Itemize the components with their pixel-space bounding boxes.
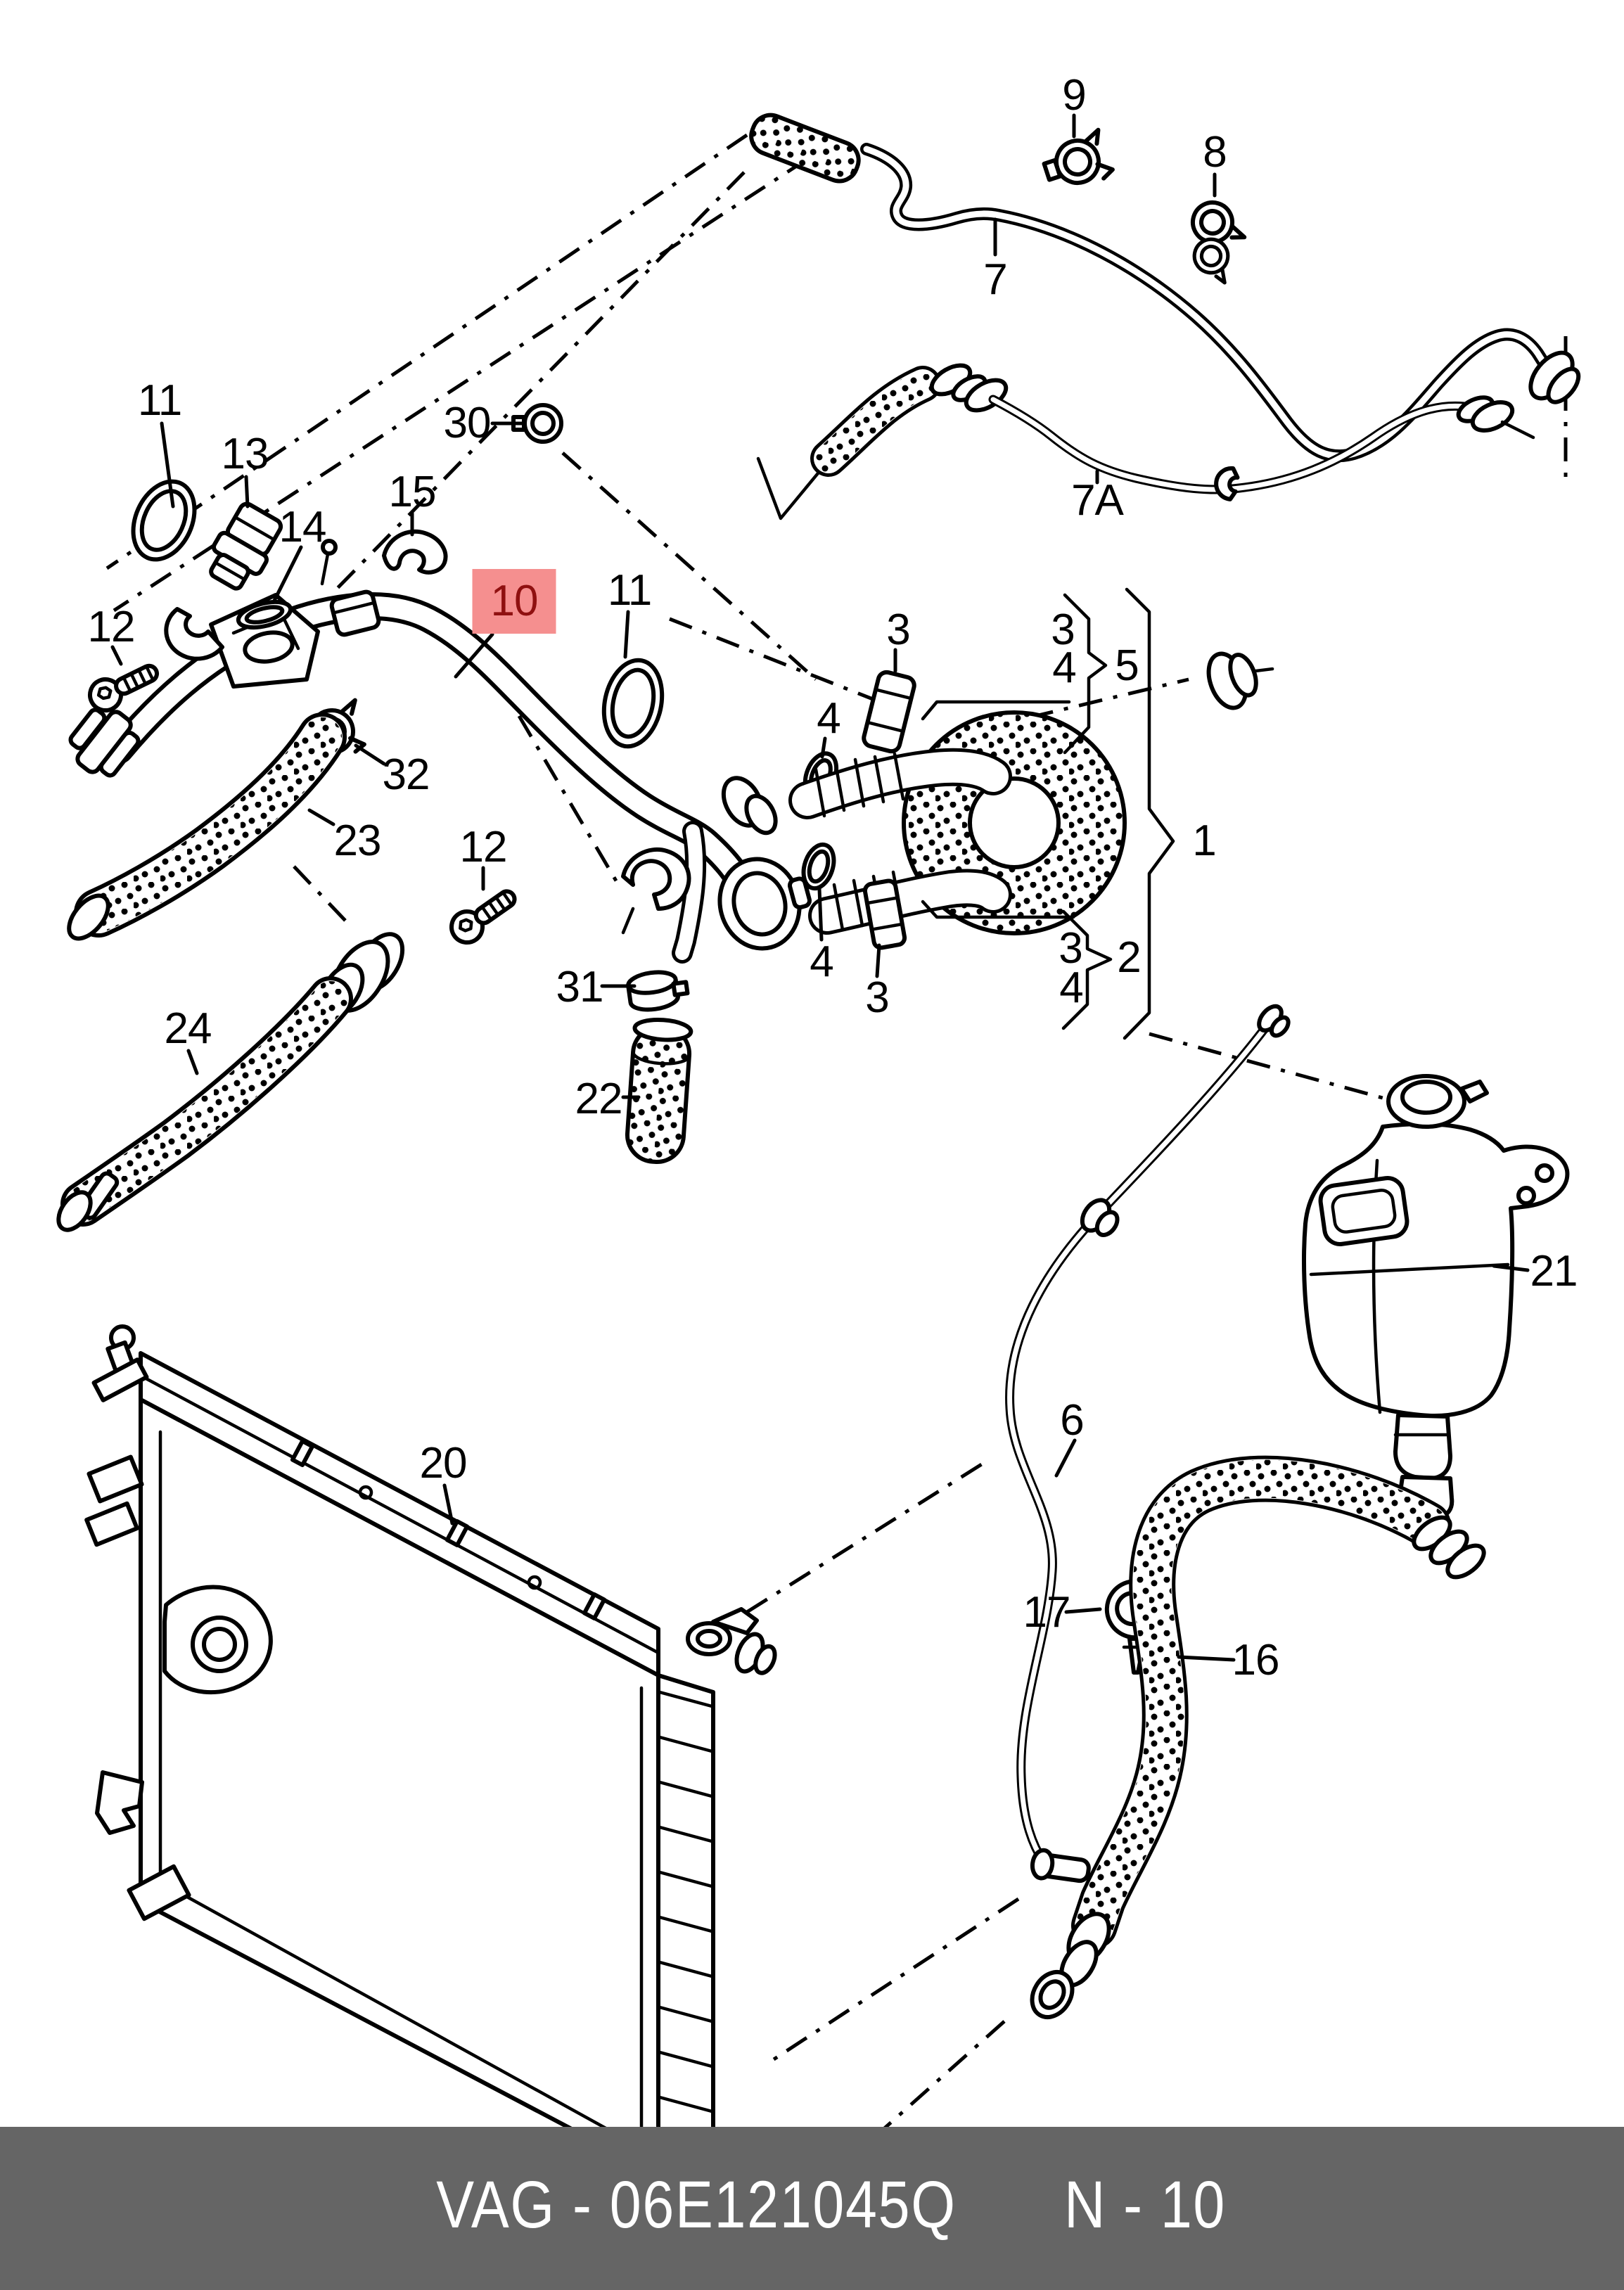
clamp-31-icon (626, 970, 690, 1012)
callout-12a[interactable]: 12 (87, 603, 136, 651)
bolt-12a-icon (88, 663, 160, 712)
connector-3b-icon (862, 878, 907, 950)
callout-32[interactable]: 32 (382, 750, 430, 799)
callout-11b[interactable]: 11 (607, 566, 652, 615)
callout-13[interactable]: 13 (221, 430, 269, 478)
callout-15[interactable]: 15 (388, 468, 437, 516)
callout-3a[interactable]: 3 (886, 606, 910, 654)
footer-bar: VAG - 06E121045Q N - 10 (0, 2127, 1624, 2290)
catalog-code: VAG - 06E121045Q (436, 2168, 957, 2243)
callout-7[interactable]: 7 (983, 255, 1007, 304)
clip-8-icon (1191, 200, 1247, 285)
callout-5[interactable]: 5 (1115, 641, 1139, 690)
grommet-icon (1528, 350, 1581, 404)
grommet-icon-2 (1206, 651, 1274, 710)
callout-10[interactable]: 10 (472, 569, 556, 634)
stub-hose-22 (625, 1017, 693, 1164)
hose-23 (67, 712, 347, 941)
callout-1[interactable]: 1 (1192, 817, 1216, 865)
hose-6 (1005, 1004, 1291, 1883)
callout-3d[interactable]: 3 (1059, 924, 1082, 973)
callout-2[interactable]: 2 (1117, 933, 1141, 982)
o-ring-4b-icon (801, 842, 836, 891)
o-ring-11b-icon (601, 658, 665, 749)
callout-23[interactable]: 23 (333, 817, 382, 865)
callout-20[interactable]: 20 (419, 1439, 468, 1488)
callout-3c[interactable]: 3 (1051, 606, 1075, 654)
vent-hose-7 (749, 113, 1581, 463)
vent-hose-7a (810, 363, 1535, 501)
callout-7A[interactable]: 7A (1071, 476, 1124, 525)
connector-3a-icon (862, 670, 916, 754)
bolt-12b-icon (449, 889, 517, 945)
callout-9[interactable]: 9 (1062, 71, 1086, 120)
hose-assembly-1 (788, 587, 1175, 1040)
leader-lines (110, 113, 1530, 1662)
clip-30-icon (511, 403, 563, 444)
hose-24 (56, 932, 405, 1232)
callout-4b[interactable]: 4 (810, 938, 833, 986)
coolant-pipe-10 (68, 539, 812, 964)
clip-15-icon (382, 529, 448, 575)
callout-14[interactable]: 14 (279, 503, 327, 551)
callout-4d[interactable]: 4 (1059, 964, 1083, 1012)
callout-21[interactable]: 21 (1530, 1247, 1578, 1296)
expansion-tank-21 (1302, 1074, 1570, 1544)
callout-11a[interactable]: 11 (137, 376, 182, 425)
o-ring-11a-icon (131, 479, 197, 562)
seal-14-icon (236, 599, 293, 630)
callout-22[interactable]: 22 (575, 1075, 623, 1123)
callout-3b[interactable]: 3 (865, 973, 889, 1022)
callout-4a[interactable]: 4 (817, 694, 840, 743)
callout-17[interactable]: 17 (1023, 1588, 1071, 1637)
callout-4c[interactable]: 4 (1052, 644, 1076, 692)
callout-30[interactable]: 30 (443, 399, 492, 447)
clip-9-icon (1042, 127, 1115, 185)
callout-8[interactable]: 8 (1203, 128, 1227, 177)
callout-24[interactable]: 24 (164, 1004, 212, 1053)
callout-16[interactable]: 16 (1232, 1636, 1280, 1684)
callout-6[interactable]: 6 (1060, 1396, 1084, 1445)
hose-16 (1030, 1455, 1486, 2019)
page-code: N - 10 (1063, 2168, 1227, 2243)
callout-31[interactable]: 31 (556, 963, 604, 1011)
temp-sensor-13-icon (209, 501, 283, 591)
callout-12b[interactable]: 12 (459, 823, 508, 871)
